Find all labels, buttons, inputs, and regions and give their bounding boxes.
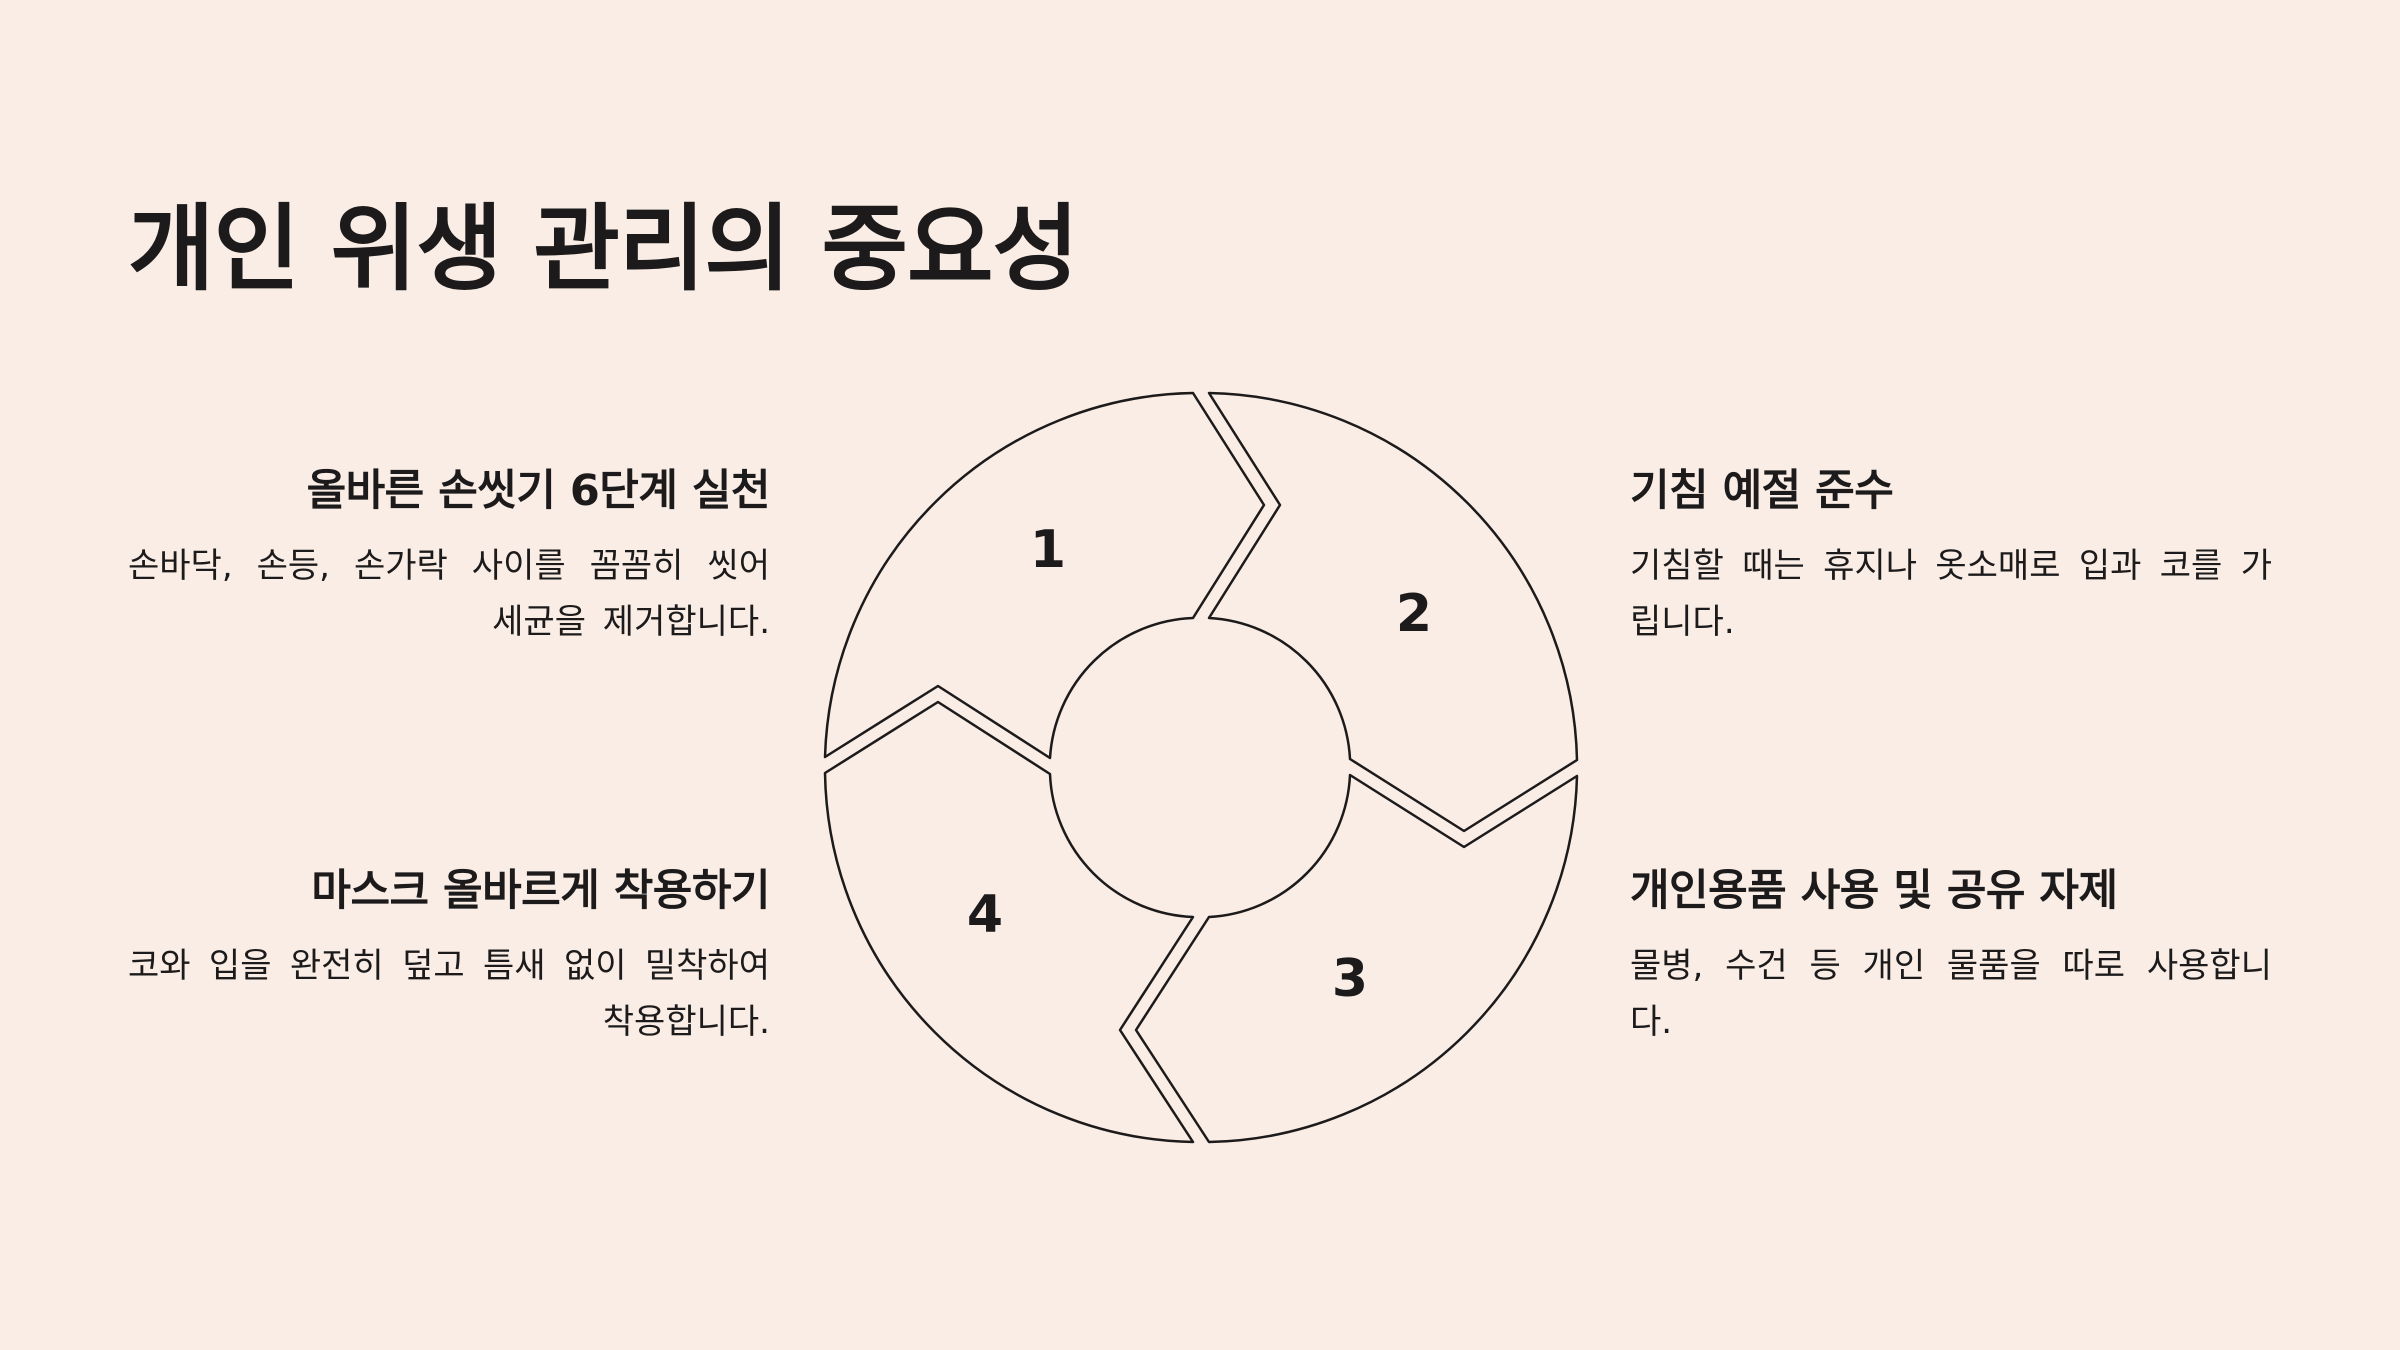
item-title: 올바른 손씻기 6단계 실천 [306,466,771,516]
item-personal-items: 개인용품 사용 및 공유 자제 물병, 수건 등 개인 물품을 따로 사용합니다… [1630,866,2272,1050]
cycle-segment-2 [1207,391,1579,833]
item-cough-etiquette: 기침 예절 준수 기침할 때는 휴지나 옷소매로 입과 코를 가립니다. [1630,466,2272,650]
item-mask: 마스크 올바르게 착용하기 코와 입을 완전히 덮고 틈새 없이 밀착하여 착용… [128,866,771,1050]
item-description: 코와 입을 완전히 덮고 틈새 없이 밀착하여 착용합니다. [128,945,770,1042]
cycle-number-2: 2 [1396,584,1432,644]
item-handwashing: 올바른 손씻기 6단계 실천 손바닥, 손등, 손가락 사이를 꼼꼼히 씻어 세… [128,466,771,650]
item-title: 기침 예절 준수 [1630,466,1894,516]
item-description: 기침할 때는 휴지나 옷소매로 입과 코를 가립니다. [1630,545,2272,642]
cycle-number-3: 3 [1332,949,1368,1009]
item-title: 마스크 올바르게 착용하기 [311,866,770,916]
cycle-number-1: 1 [1030,520,1066,580]
cycle-number-4: 4 [967,885,1003,945]
cycle-segment-3 [1134,773,1579,1144]
cycle-segment-4 [823,700,1195,1144]
item-description: 물병, 수건 등 개인 물품을 따로 사용합니다. [1630,945,2272,1042]
item-title: 개인용품 사용 및 공유 자제 [1630,866,2118,916]
item-description: 손바닥, 손등, 손가락 사이를 꼼꼼히 씻어 세균을 제거합니다. [128,545,770,642]
cycle-segment-1 [823,391,1266,760]
page-title: 개인 위생 관리의 중요성 [128,195,1079,304]
